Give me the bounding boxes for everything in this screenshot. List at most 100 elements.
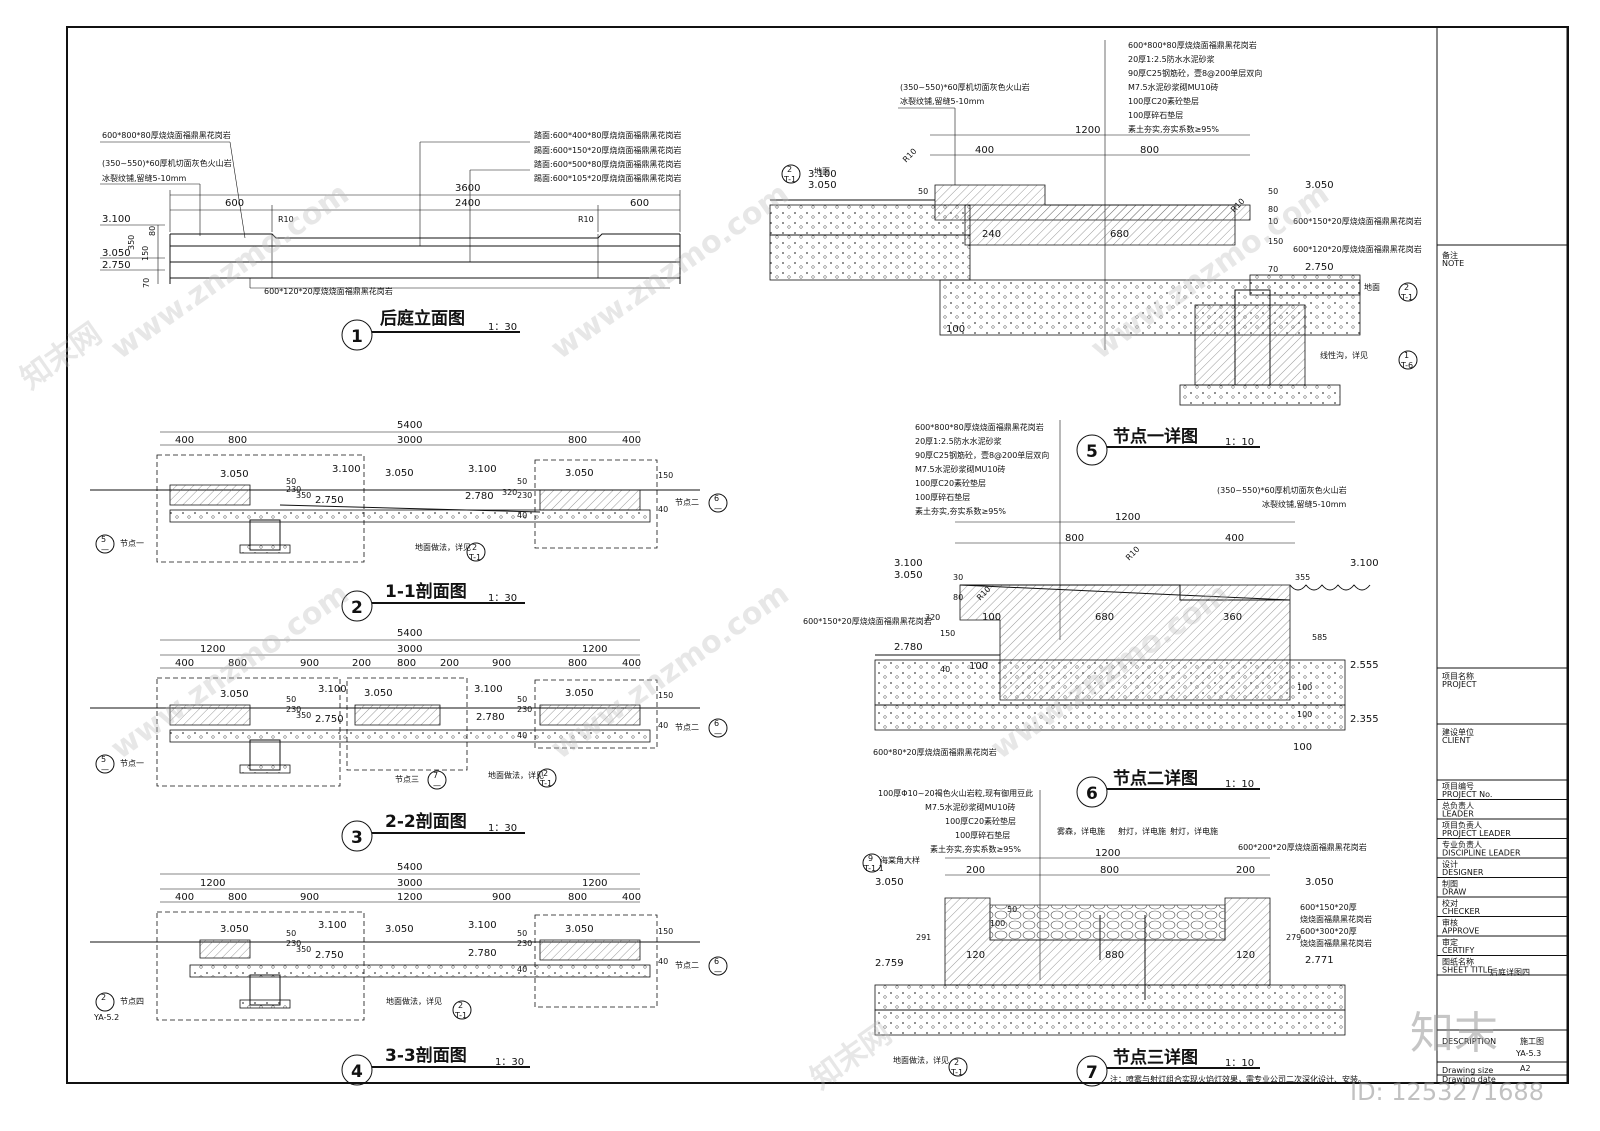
n2-title: 节点二详图 xyxy=(1113,768,1198,789)
n1-layer-1: 20厚1:2.5防水水泥砂浆 xyxy=(1128,54,1215,64)
s2-vdim-6: 150 xyxy=(658,691,673,700)
n1-dim-3: 240 xyxy=(982,229,1001,240)
n1-vdim-4: 150 xyxy=(1268,237,1283,246)
n3-right-3: 600*300*20厚 xyxy=(1300,927,1357,936)
n3-refL-num: 9 xyxy=(868,854,873,863)
s2-refF-sub: T-1 xyxy=(539,779,552,788)
n1-title-num: 5 xyxy=(1086,442,1098,462)
n3-dim-3: 200 xyxy=(1236,865,1255,876)
tb-row-en: LEADER xyxy=(1442,810,1474,819)
n2-scale: 1：10 xyxy=(1225,779,1254,790)
n2-level-0: 3.100 xyxy=(894,558,923,569)
n1-scale: 1：10 xyxy=(1225,437,1254,448)
n1-dim-5: 100 xyxy=(946,324,965,335)
s2-level-1: 3.100 xyxy=(318,684,347,695)
elev-vdim-350: 350 xyxy=(127,235,136,250)
wm-cn-1: 知末网 xyxy=(15,316,109,396)
n3-left-label: 海棠角大样 xyxy=(880,855,920,865)
tb-row-cn: 项目编号 xyxy=(1442,781,1474,791)
n1-small-1: 地面 xyxy=(1364,282,1380,292)
s3-vdim-2: 350 xyxy=(296,945,311,954)
tb-desc-val: 施工图 xyxy=(1520,1036,1544,1046)
s1-note: 地面做法，详见 xyxy=(415,542,471,552)
tb-sheet-title: 后庭详图四 xyxy=(1490,967,1530,977)
s3-dim-4: 900 xyxy=(492,892,511,903)
s1-level-4: 3.050 xyxy=(565,468,594,479)
n2-right-1: 冰裂纹铺,留缝5-10mm xyxy=(1262,499,1346,509)
s1-title: 1-1剖面图 xyxy=(385,581,467,602)
elev-r10b: R10 xyxy=(578,215,594,224)
tb-row-cn: 审核 xyxy=(1442,918,1458,928)
n2-vdim-2: 320 xyxy=(925,613,940,622)
n2-level-2: 2.780 xyxy=(894,642,923,653)
s1-refR-num: 6 xyxy=(714,494,719,503)
s2-dim-8: 800 xyxy=(568,658,587,669)
n3-dim-0: 1200 xyxy=(1095,848,1120,859)
s1-dim-0: 400 xyxy=(175,435,194,446)
elev-r10a: R10 xyxy=(278,215,294,224)
tb-project-en: PROJECT xyxy=(1442,680,1477,689)
s3-dim-2: 900 xyxy=(300,892,319,903)
s2-vdim-7: 40 xyxy=(658,721,668,730)
s1-level-6: 2.780 xyxy=(465,491,494,502)
s3-dimm-1: 3000 xyxy=(397,878,422,889)
n3-callout-0: 雾森，详电施 xyxy=(1057,826,1105,836)
elev-label-6: 踢面:600*105*20厚烧烧面福鼎黑花岗岩 xyxy=(534,173,681,183)
n1-ref0-num: 2 xyxy=(787,165,792,174)
elev-label-2: 冰裂纹铺,留缝5-10mm xyxy=(102,173,186,183)
s3-refL-label: 节点四 xyxy=(120,997,144,1006)
titleblock-frame xyxy=(1436,26,1568,1084)
elev-label-3: 踏面:600*400*80厚烧烧面福鼎黑花岗岩 xyxy=(534,130,681,140)
s2-vdim-5: 40 xyxy=(517,731,527,740)
s3-refR-label: 节点二 xyxy=(675,961,699,970)
n1-vdim-0: 50 xyxy=(918,187,928,196)
s1-level-3: 3.100 xyxy=(468,464,497,475)
n2-level-3: 3.100 xyxy=(1350,558,1379,569)
s3-note: 地面做法，详见 xyxy=(386,996,442,1006)
n2-dim-5: 360 xyxy=(1223,612,1242,623)
elev-dim-600b: 600 xyxy=(630,198,649,209)
elev-label-5: 踏面:600*500*80厚烧烧面福鼎黑花岗岩 xyxy=(534,159,681,169)
elev-title-num: 1 xyxy=(351,327,363,347)
n2-vdim-5: 355 xyxy=(1295,573,1310,582)
elev-title: 后庭立面图 xyxy=(380,308,465,329)
s2-refM-sub: — xyxy=(433,781,441,790)
view-node-2: 600*800*80厚烧烧面福鼎黑花岗岩 20厚1:2.5防水水泥砂浆 90厚C… xyxy=(803,420,1379,808)
s2-refM-num: 7 xyxy=(433,771,438,780)
n2-dim-2: 400 xyxy=(1225,533,1244,544)
tb-row-en: DISCIPLINE LEADER xyxy=(1442,849,1521,858)
s1-vdim-6: 40 xyxy=(517,511,527,520)
s1-vdim-3: 320 xyxy=(502,488,517,497)
s2-vdim-2: 350 xyxy=(296,711,311,720)
tb-size-en: Drawing size xyxy=(1442,1066,1493,1075)
wm-site-5: www.znzmo.com xyxy=(545,576,796,766)
n1-ref2-num: 1 xyxy=(1404,351,1409,360)
view-elevation: 600*800*80厚烧烧面福鼎黑花岗岩 (350~550)*60厚机切面灰色火… xyxy=(100,130,681,351)
s2-level-2: 3.050 xyxy=(364,688,393,699)
n3-dim-6: 120 xyxy=(1236,950,1255,961)
s1-title-num: 2 xyxy=(351,598,363,618)
s1-vdim-5: 50 xyxy=(517,477,527,486)
n3-layer-2: 100厚C20素砼垫层 xyxy=(945,816,1016,826)
tb-row-en: PROJECT No. xyxy=(1442,790,1492,799)
view-node-3: 100厚Φ10~20褐色火山岩粒,现有御用豆此 M7.5水泥砂浆砌MU10砖 1… xyxy=(862,788,1372,1087)
n3-vdim-0: 291 xyxy=(916,933,931,942)
tb-row-en: SHEET TITLE xyxy=(1442,966,1492,975)
n3-layer-1: M7.5水泥砂浆砌MU10砖 xyxy=(925,802,1016,812)
n2-dim-4: 680 xyxy=(1095,612,1114,623)
s2-dim-6: 900 xyxy=(492,658,511,669)
s3-level-6: 2.780 xyxy=(468,948,497,959)
n2-layer-1: 20厚1:2.5防水水泥砂浆 xyxy=(915,436,1002,446)
elev-vdim-70: 70 xyxy=(142,278,151,288)
n3-vdim-2: 50 xyxy=(1007,905,1017,914)
s1-dim-3: 800 xyxy=(568,435,587,446)
s2-dim-total: 5400 xyxy=(397,628,422,639)
s1-vdim-8: 40 xyxy=(658,505,668,514)
n1-layer-2: 90厚C25钢筋砼，壹8@200单层双向 xyxy=(1128,68,1262,78)
s1-refL-num: 5 xyxy=(101,535,106,544)
s2-dim-0: 400 xyxy=(175,658,194,669)
n3-title: 节点三详图 xyxy=(1113,1047,1198,1068)
s1-dim-1: 800 xyxy=(228,435,247,446)
n3-callout-1: 射灯，详电施 xyxy=(1118,826,1166,836)
n1-ref1-sub: T-1 xyxy=(1400,293,1413,302)
